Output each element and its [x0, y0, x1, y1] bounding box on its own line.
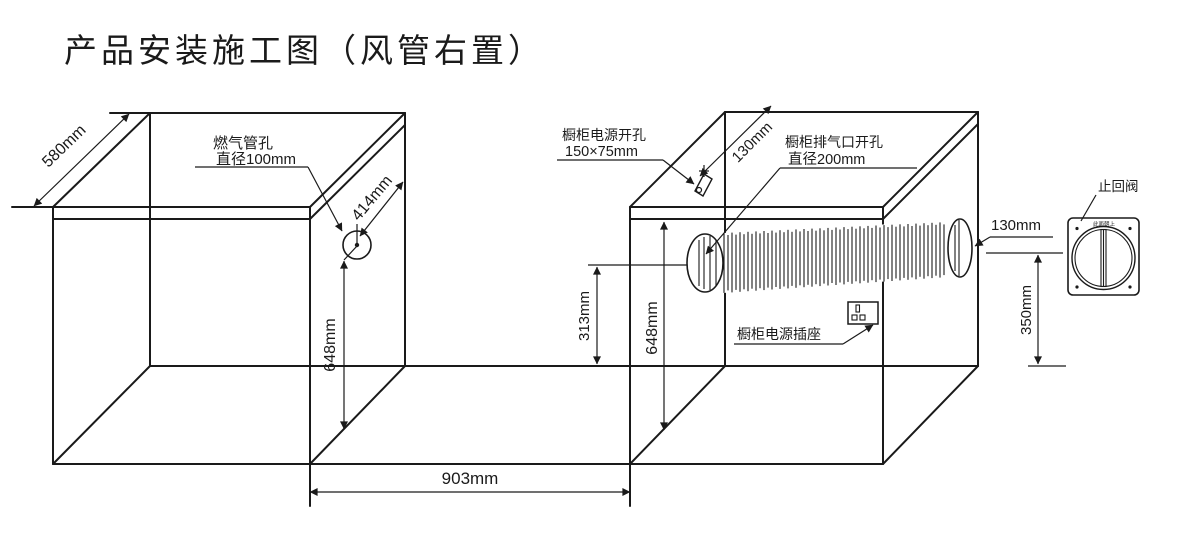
dim-duct-center-313: 313mm — [576, 264, 688, 365]
duct-corrugations — [723, 222, 945, 293]
gas-hole-label-line1: 燃气管孔 — [213, 134, 273, 152]
dim-valve-height-350: 350mm — [986, 252, 1066, 367]
duct-far-end — [947, 218, 973, 278]
left-cabinet — [11, 112, 406, 507]
exhaust-label-line2: 直径200mm — [788, 151, 865, 168]
dim-duct-protrusion-130: 130mm — [974, 217, 1053, 247]
power-cutout-symbol — [694, 165, 713, 197]
label-check-valve: 止回阀 — [1080, 179, 1139, 222]
gas-hole-label-line2: 直径100mm — [216, 151, 296, 168]
gas-hole-symbol — [342, 224, 372, 261]
dim-130-right-text: 130mm — [991, 217, 1041, 234]
dim-648-right-text: 648mm — [644, 301, 661, 354]
check-valve-marking-text: 此面朝上 — [1093, 220, 1116, 228]
dim-313-text: 313mm — [576, 291, 593, 341]
dim-580-text: 580mm — [39, 122, 89, 171]
right-cabinet — [629, 111, 979, 507]
label-gas-hole: 燃气管孔 直径100mm — [195, 134, 343, 232]
diagram-title: 产品安装施工图（风管右置） — [64, 33, 545, 70]
dim-cutout-130: 130mm — [699, 105, 776, 177]
flexible-duct — [686, 218, 973, 293]
check-valve-label-text: 止回阀 — [1098, 179, 1139, 194]
dim-648-left-text: 648mm — [322, 318, 339, 371]
check-valve: 此面朝上 — [1067, 217, 1140, 296]
dim-130-top-text: 130mm — [729, 119, 776, 166]
dim-cabinet-depth-580: 580mm — [33, 113, 130, 207]
duct-open-end-lines — [698, 236, 717, 290]
label-socket: 橱柜电源插座 — [734, 324, 874, 345]
dim-350-text: 350mm — [1018, 285, 1035, 335]
socket-label-text: 橱柜电源插座 — [737, 326, 821, 342]
dim-903-text: 903mm — [442, 469, 499, 488]
power-cutout-label-line2: 150×75mm — [565, 144, 638, 160]
label-exhaust-cutout: 橱柜排气口开孔 直径200mm — [705, 134, 917, 255]
power-cutout-label-line1: 橱柜电源开孔 — [562, 127, 646, 143]
dim-gas-hole-height-648: 648mm — [322, 260, 348, 430]
dim-cabinet-height-648: 648mm — [644, 221, 668, 431]
exhaust-label-line1: 橱柜排气口开孔 — [785, 134, 883, 150]
label-power-cutout: 橱柜电源开孔 150×75mm — [557, 127, 695, 185]
dim-414-text: 414mm — [349, 172, 396, 224]
power-socket-symbol — [847, 301, 879, 325]
dim-gap-903: 903mm — [309, 469, 631, 496]
floor-lines — [52, 365, 979, 465]
